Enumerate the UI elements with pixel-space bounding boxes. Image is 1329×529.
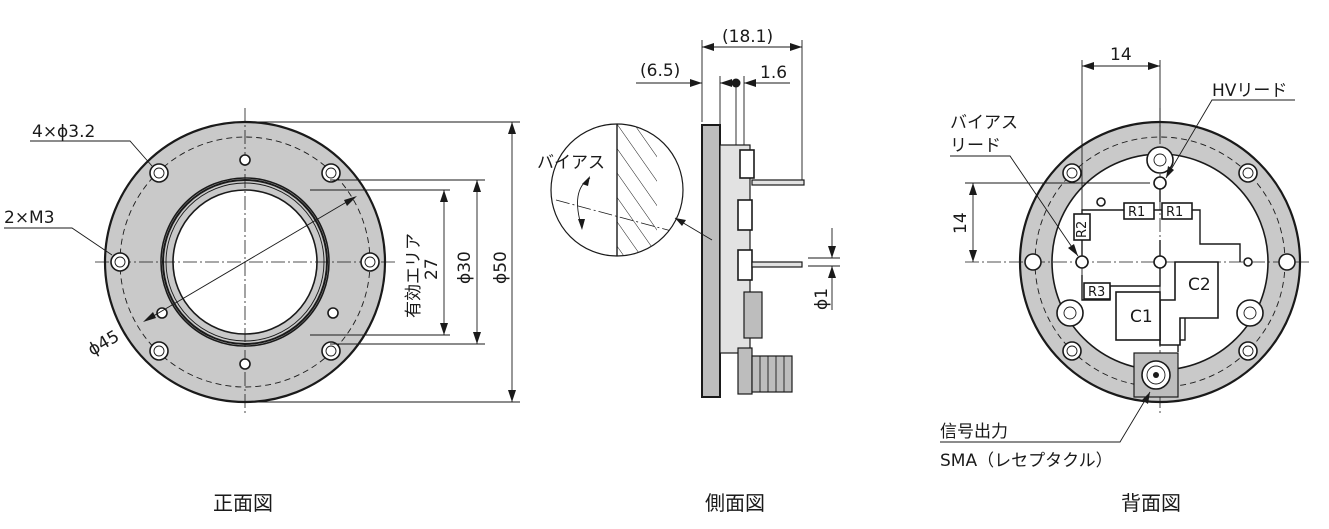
thread-leader: [4, 227, 113, 256]
sma-connector: [751, 355, 793, 393]
side-view: (18.1) (6.5) 1.6 ϕ1: [537, 27, 840, 515]
resistor-r3: [1083, 282, 1111, 300]
bias-detail-label: バイアス: [537, 153, 605, 173]
back-view-caption: 背面図: [1121, 491, 1181, 515]
holes-label: 4×ϕ3.2: [32, 122, 95, 142]
resistor-r2: [1073, 213, 1091, 241]
output-label: 信号出力: [940, 422, 1008, 442]
effective-area-value: 27: [422, 258, 442, 280]
bias-detail: バイアス: [537, 123, 713, 257]
r1b-label: R1: [1166, 205, 1183, 220]
effective-area-label: 有効エリア: [404, 233, 424, 318]
cap-c1: [1115, 291, 1161, 341]
dim-overall-label: (18.1): [722, 27, 773, 47]
hv-lead-side: [751, 179, 805, 186]
back-dim-v-label: 14: [951, 212, 971, 234]
r3-label: R3: [1088, 285, 1105, 300]
holes-leader: [30, 140, 153, 167]
front-view-caption: 正面図: [213, 491, 273, 515]
pcd-dim-line: [149, 199, 351, 319]
c2-label: C2: [1188, 275, 1211, 295]
r2-label: R2: [1075, 221, 1090, 238]
back-dim-h-label: 14: [1110, 45, 1132, 65]
thread-label: 2×M3: [4, 208, 55, 228]
back-view: R1 R1 R2 R3 C1 C2 14 14 HVリード バイアス: [940, 45, 1310, 515]
c1-label: C1: [1130, 307, 1153, 327]
dia50-label: ϕ50: [491, 251, 511, 284]
front-view: 4×ϕ3.2 2×M3 ϕ45 有効エリア 27 ϕ30 ϕ50 正面図: [4, 108, 520, 515]
bias-lead-label-line2: リード: [950, 136, 1001, 156]
mounting-holes: [110, 154, 380, 370]
bias-lead-side: [751, 261, 803, 268]
resistor-r1a: [1123, 202, 1155, 220]
dim-plate-label: (6.5): [640, 61, 680, 81]
back-mounting-holes: [1024, 146, 1296, 361]
side-view-caption: 側面図: [705, 491, 765, 515]
hv-lead-label: HVリード: [1212, 81, 1287, 101]
resistor-r1b: [1161, 202, 1193, 220]
r1a-label: R1: [1128, 205, 1145, 220]
dim-pin-label: 1.6: [760, 63, 787, 83]
dia30-label: ϕ30: [455, 251, 475, 284]
pcd-label: ϕ45: [85, 327, 123, 361]
cap-c2-body: [1159, 261, 1219, 346]
front-plate: [701, 124, 721, 398]
bias-lead-pad: [1075, 255, 1089, 269]
bias-lead-label-line1: バイアス: [950, 113, 1018, 133]
sma-label: SMA（レセプタクル）: [940, 451, 1113, 471]
dim-pin-dia-label: ϕ1: [812, 288, 832, 310]
hv-lead-pad: [1153, 176, 1167, 190]
